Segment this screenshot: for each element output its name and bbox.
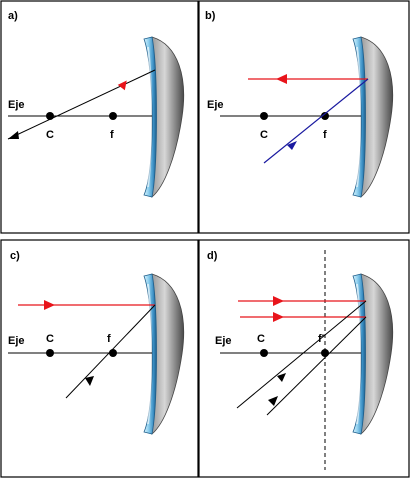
center-point: [46, 349, 54, 357]
focus-point: [321, 112, 329, 120]
reflected-arrow-lower: [268, 396, 278, 406]
reflected-ray: [263, 78, 369, 164]
focus-label: f: [323, 129, 327, 141]
center-point: [260, 112, 268, 120]
reflected-arrow: [85, 376, 94, 386]
reflected-arrow: [287, 141, 297, 150]
incident-arrow: [44, 300, 55, 310]
focus-label: f': [318, 333, 325, 345]
panel-b: b) Eje C f: [198, 0, 410, 234]
focus-label: f: [107, 333, 111, 345]
reflected-ray: [65, 304, 156, 399]
axis-label: Eje: [8, 335, 25, 347]
focus-point: [109, 349, 117, 357]
center-label: C: [257, 333, 265, 345]
panel-label: a): [8, 10, 18, 22]
reflected-arrow-upper: [277, 373, 286, 382]
reflected-ray-lower: [266, 316, 367, 416]
panel-d: d) Eje C f': [198, 239, 410, 478]
panel-label: d): [207, 250, 218, 262]
focus-point: [109, 112, 117, 120]
ray-through-center: [7, 69, 156, 140]
panel-c: c) Eje C f: [0, 239, 199, 478]
center-label: C: [46, 333, 54, 345]
incident-arrow: [276, 74, 287, 84]
incident-arrow-lower: [273, 312, 284, 322]
center-label: C: [260, 129, 268, 141]
panel-label: c): [10, 250, 20, 262]
axis-label: Eje: [207, 99, 224, 111]
incident-arrow-upper: [273, 296, 284, 306]
panel-a: a) Eje C f: [0, 0, 199, 234]
focus-label: f: [110, 129, 114, 141]
axis-label: Eje: [8, 99, 25, 111]
panel-label: b): [205, 10, 216, 22]
reflected-arrow: [8, 131, 19, 139]
incident-arrow: [117, 80, 127, 91]
center-point: [260, 349, 268, 357]
axis-label: Eje: [215, 335, 232, 347]
center-label: C: [46, 129, 54, 141]
reflected-ray-upper: [236, 300, 367, 409]
